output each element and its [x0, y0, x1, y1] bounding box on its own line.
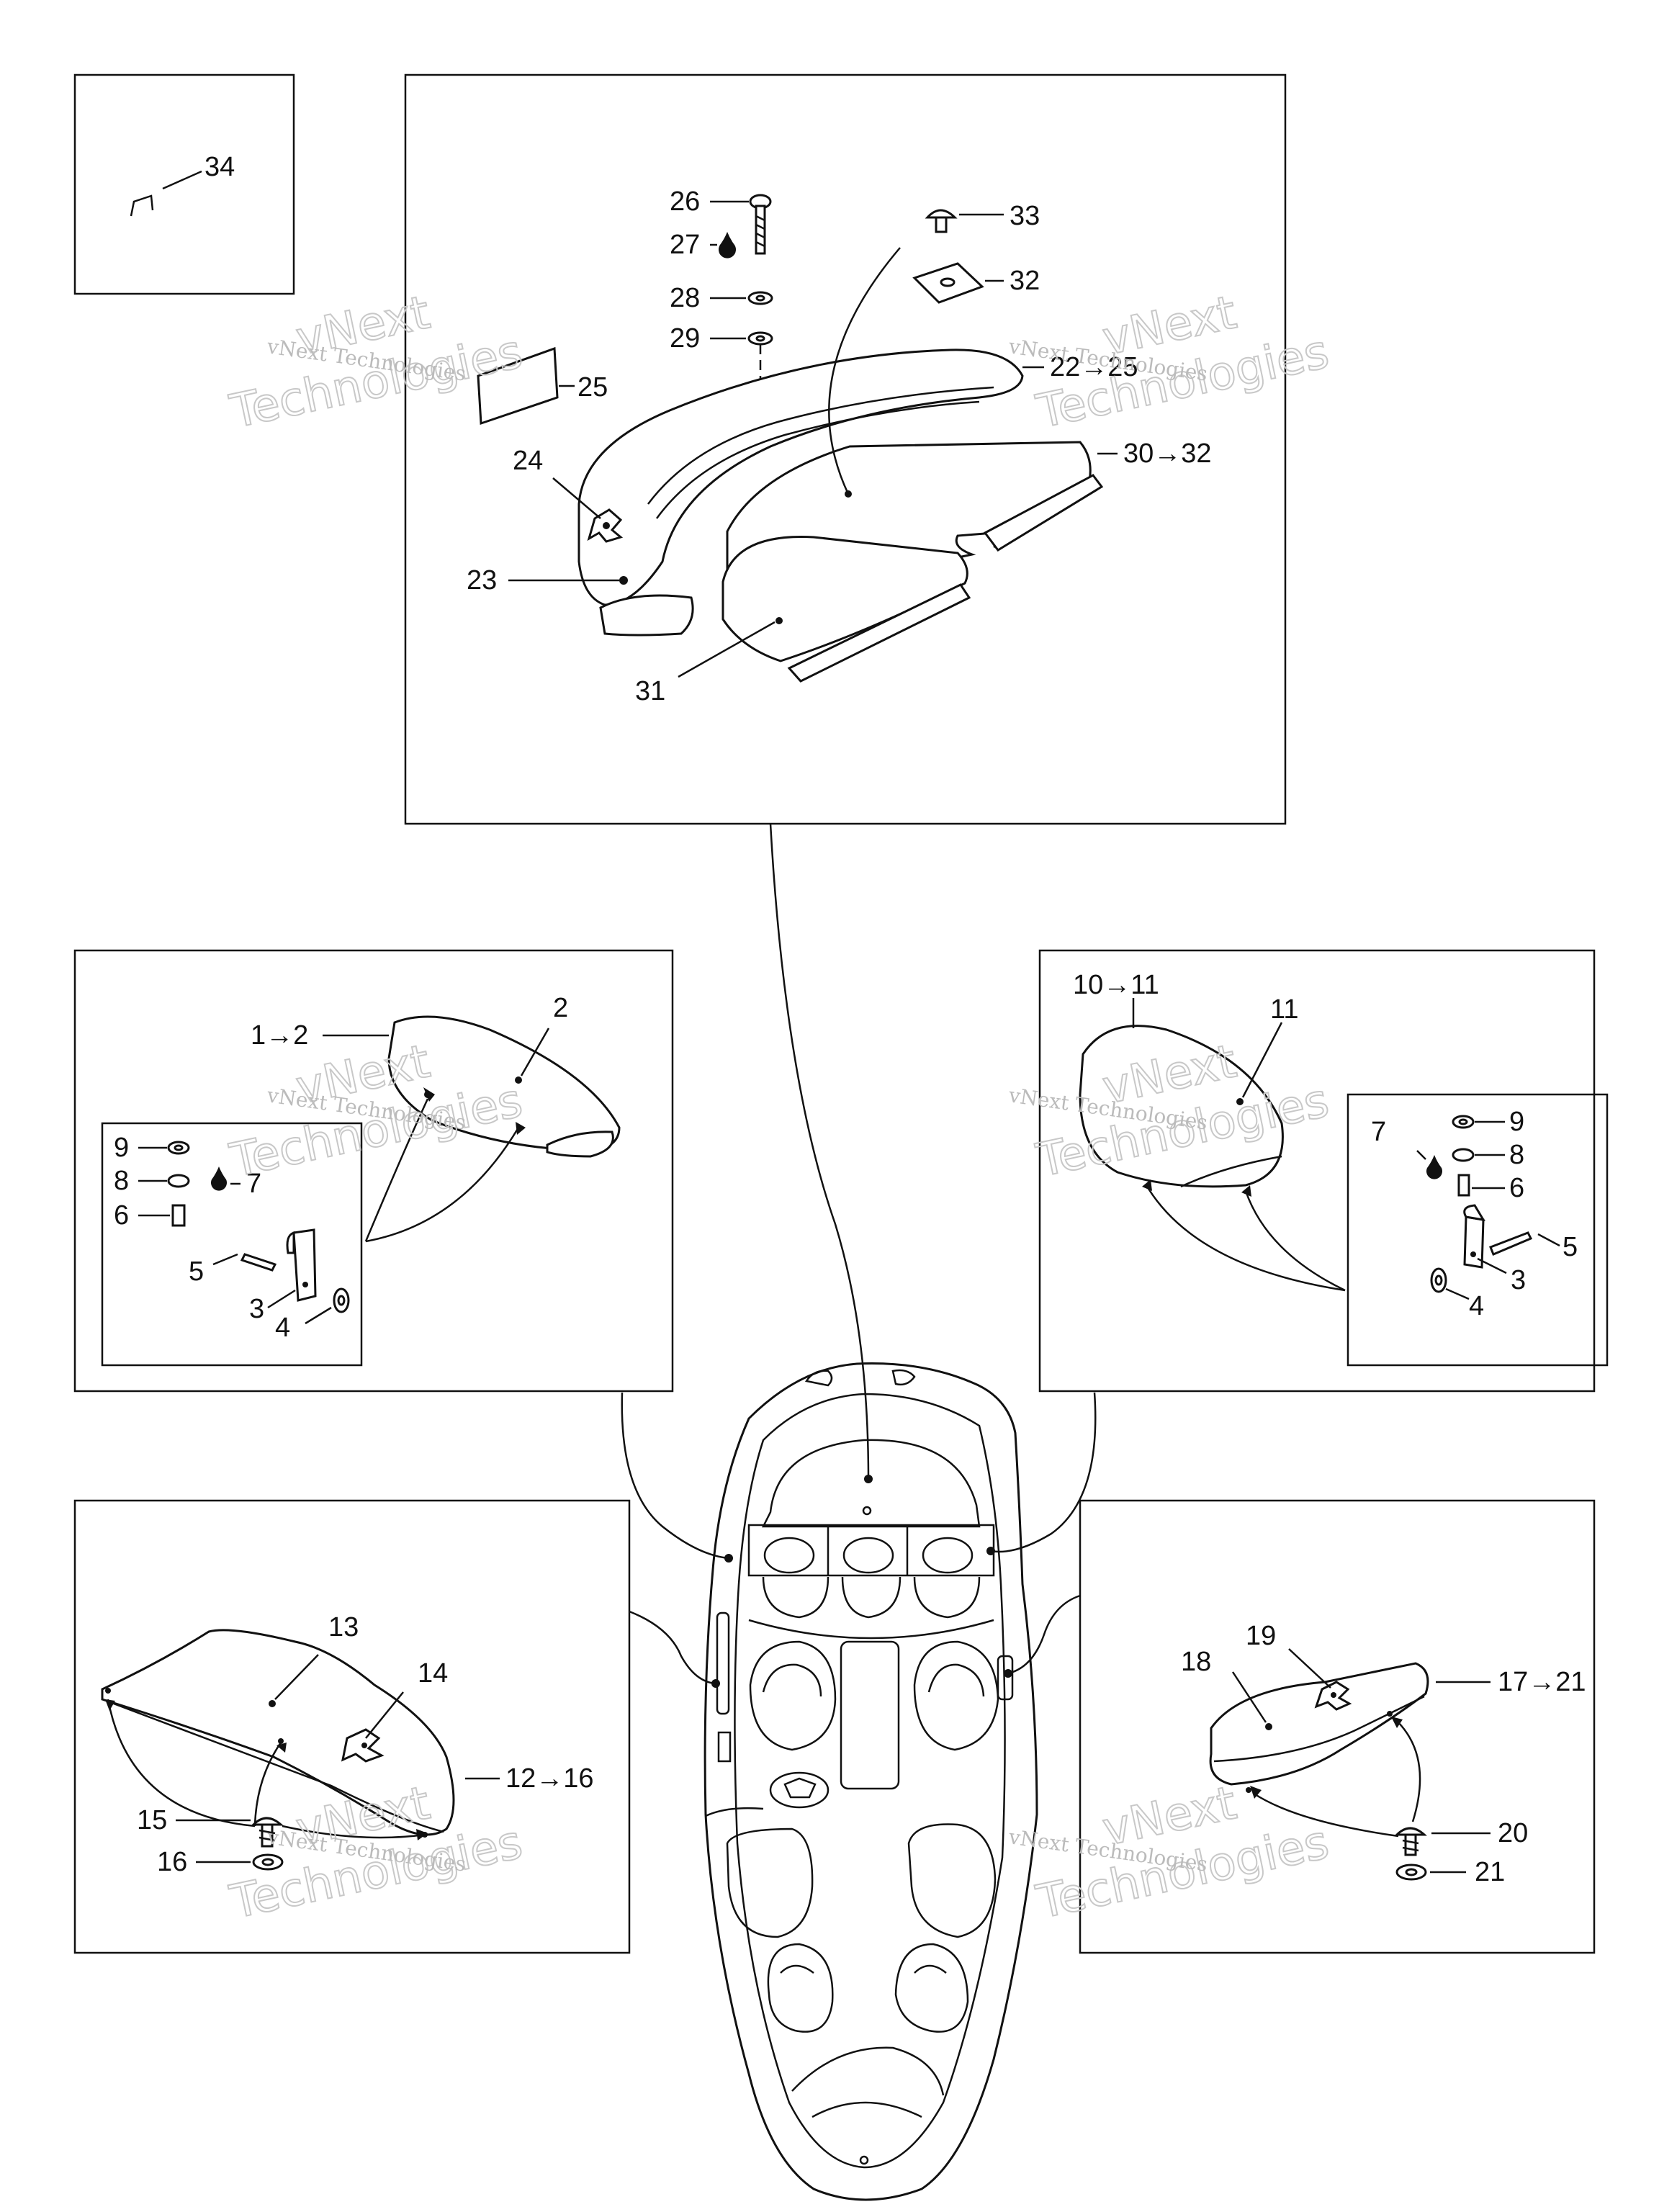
callout-right-7: 7	[1371, 1117, 1386, 1147]
callout-left-5: 5	[189, 1256, 204, 1287]
callout-labels: 34 26 27 28 29 33 32 25 22→25 30→32 24 2…	[114, 152, 1586, 1887]
callout-left-8: 8	[114, 1166, 129, 1196]
callout-right-8: 8	[1509, 1140, 1524, 1170]
callout-right-10-11: 10→11	[1073, 970, 1159, 1000]
panel-frames	[73, 73, 1609, 1954]
left-armrest-assembly	[138, 1015, 621, 1325]
connector-lines	[621, 823, 1097, 1685]
callout-right-5: 5	[1563, 1232, 1578, 1262]
box-right-cushion	[1079, 1499, 1596, 1954]
callout-left-2: 2	[553, 993, 568, 1023]
callout-right-4: 4	[1469, 1291, 1484, 1321]
rear-seat-assembly	[477, 194, 1118, 683]
callout-34: 34	[204, 152, 235, 182]
callout-left-4: 4	[275, 1313, 290, 1343]
right-armrest-assembly	[1079, 998, 1560, 1300]
deck-overview	[703, 1362, 1038, 2201]
callout-12-16: 12→16	[505, 1763, 594, 1794]
callout-29: 29	[670, 323, 700, 354]
box-right-armrest-hardware	[1346, 1093, 1609, 1367]
callout-19: 19	[1246, 1621, 1276, 1651]
clip-34	[130, 170, 202, 217]
callout-left-9: 9	[114, 1133, 129, 1163]
callout-18: 18	[1181, 1647, 1211, 1677]
box-part-34	[73, 73, 295, 295]
callout-right-6: 6	[1509, 1173, 1524, 1203]
box-right-armrest	[1038, 949, 1596, 1393]
callout-24: 24	[513, 446, 543, 476]
callout-25: 25	[577, 372, 608, 403]
callout-left-3: 3	[249, 1294, 264, 1324]
callout-21: 21	[1475, 1857, 1505, 1887]
callout-20: 20	[1498, 1818, 1528, 1848]
callout-32: 32	[1010, 266, 1040, 296]
box-left-armrest	[73, 949, 674, 1393]
callout-23: 23	[467, 565, 497, 595]
callout-26: 26	[670, 186, 700, 217]
callout-17-21: 17→21	[1498, 1667, 1586, 1697]
left-cushion-assembly	[101, 1629, 500, 1871]
callout-30-32: 30→32	[1123, 439, 1212, 469]
callout-right-3: 3	[1511, 1265, 1526, 1295]
callout-31: 31	[635, 676, 665, 706]
callout-14: 14	[418, 1658, 448, 1689]
callout-22-25: 22→25	[1050, 352, 1138, 382]
callout-15: 15	[137, 1805, 167, 1835]
callout-33: 33	[1010, 201, 1040, 231]
callout-right-11: 11	[1270, 994, 1298, 1025]
callout-27: 27	[670, 230, 700, 260]
callout-left-1-2: 1→2	[251, 1020, 308, 1051]
box-rear-seat	[404, 73, 1287, 825]
right-cushion-assembly	[1209, 1648, 1491, 1881]
callout-16: 16	[157, 1847, 187, 1877]
callout-28: 28	[670, 283, 700, 313]
box-left-cushion	[73, 1499, 631, 1954]
callout-right-9: 9	[1509, 1107, 1524, 1137]
callout-left-6: 6	[114, 1200, 129, 1231]
box-left-armrest-hardware	[101, 1122, 363, 1367]
callout-left-7: 7	[246, 1169, 261, 1199]
callout-13: 13	[328, 1612, 359, 1642]
